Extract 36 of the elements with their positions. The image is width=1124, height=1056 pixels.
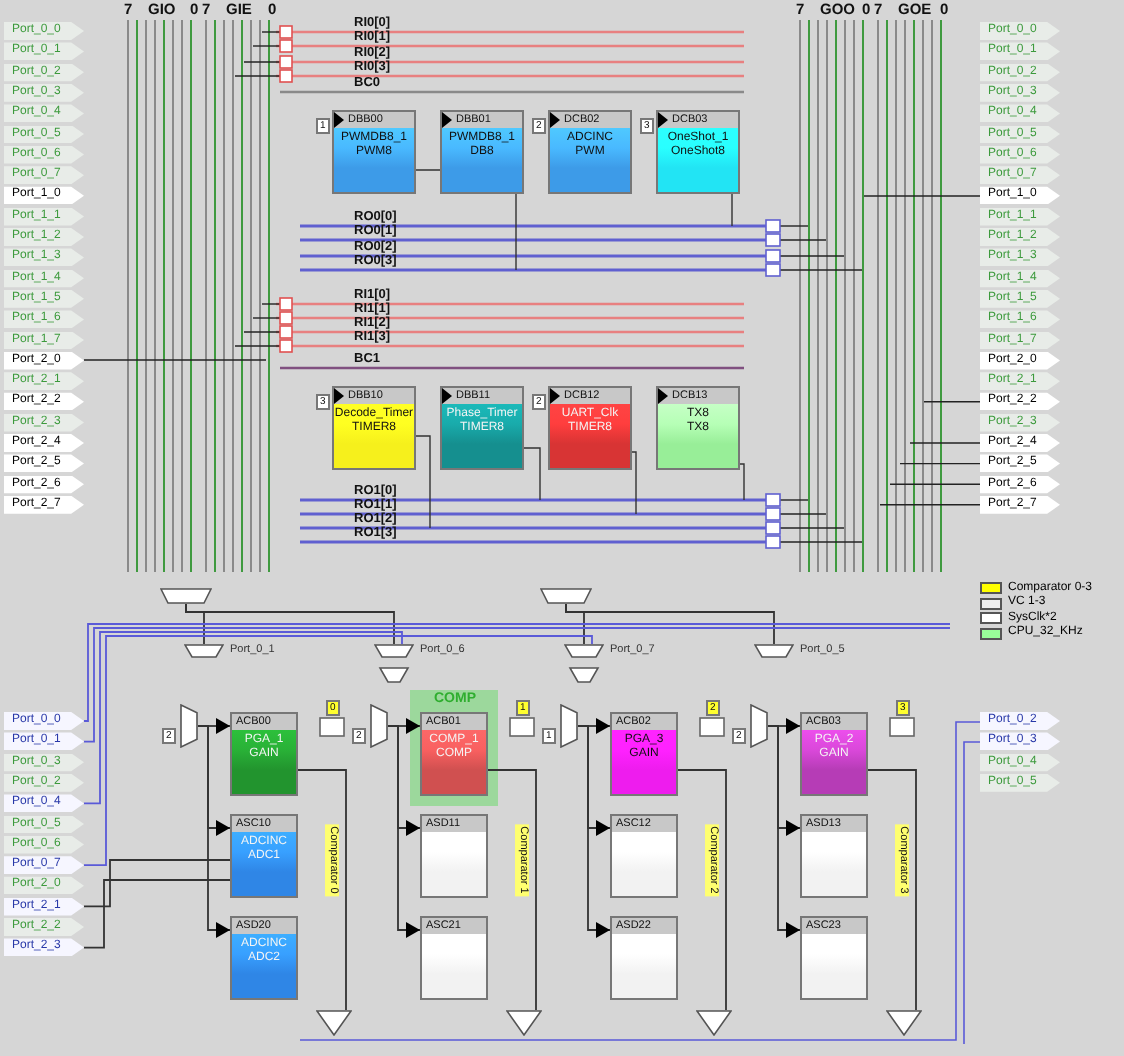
digital-block <box>440 110 524 194</box>
connector-line <box>565 603 775 645</box>
connector-line <box>487 769 537 1011</box>
connector-line <box>185 603 395 645</box>
analog-block <box>800 712 868 796</box>
connector-line <box>83 623 951 722</box>
connector-line <box>83 879 231 949</box>
analog-block <box>610 814 678 898</box>
analog-block <box>610 712 678 796</box>
digital-block <box>656 386 740 470</box>
digital-block <box>332 110 416 194</box>
analog-block <box>230 712 298 796</box>
analog-block <box>800 814 868 898</box>
digital-block <box>548 386 632 470</box>
connector-line <box>83 859 231 908</box>
analog-block <box>610 916 678 1000</box>
arrow <box>387 725 421 938</box>
analog-block <box>230 814 298 898</box>
connector-line <box>297 769 347 1011</box>
connector-line <box>83 631 403 805</box>
arrow <box>197 725 231 938</box>
connector-line <box>83 635 593 867</box>
digital-block <box>656 110 740 194</box>
connector-line <box>867 769 917 1011</box>
connector-line <box>677 769 727 1011</box>
analog-block <box>420 712 488 796</box>
digital-block <box>332 386 416 470</box>
analog-block <box>800 916 868 1000</box>
arrow <box>577 725 611 938</box>
digital-block <box>440 386 524 470</box>
digital-block <box>548 110 632 194</box>
connector-line <box>83 627 951 743</box>
analog-block <box>230 916 298 1000</box>
arrow <box>767 725 801 938</box>
analog-block <box>420 916 488 1000</box>
analog-block <box>420 814 488 898</box>
